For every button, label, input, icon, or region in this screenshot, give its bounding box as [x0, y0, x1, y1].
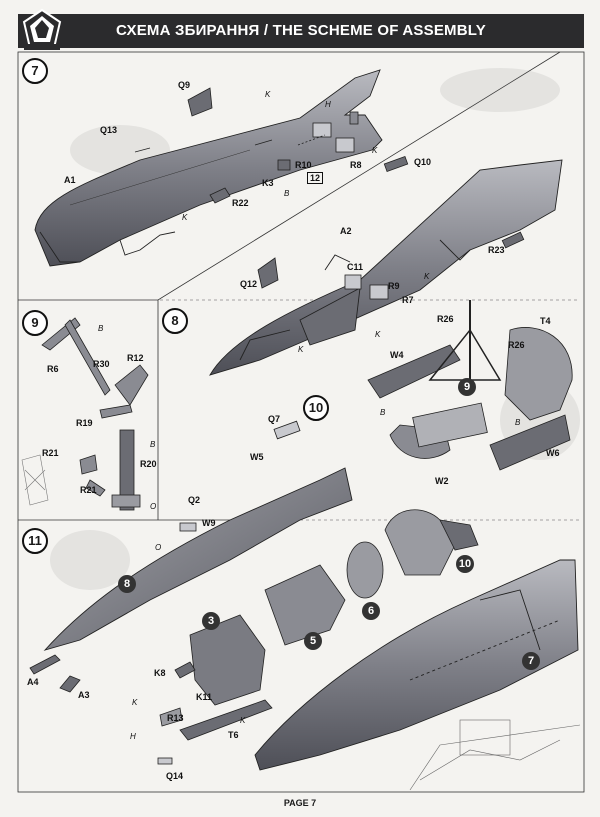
part-label-r8: R8 [350, 160, 362, 170]
cockpit-tub [189, 509, 479, 706]
landing-gear-strut [41, 317, 149, 511]
cement-marker-k: K [298, 345, 304, 354]
part-label-c11: C11 [347, 262, 364, 272]
cement-marker-k: K [182, 213, 188, 222]
part-label-r13: R13 [167, 713, 184, 723]
part-label-q2: Q2 [188, 495, 201, 505]
part-label-r26-b: R26 [508, 340, 525, 350]
part-label-12: 12 [307, 172, 324, 184]
cement-marker-b: B [98, 324, 104, 333]
step-8-marker: 8 [162, 308, 188, 334]
part-label-r20: R20 [140, 459, 157, 469]
cement-marker-k: K [375, 330, 381, 339]
subassembly-9-ref: 9 [458, 378, 476, 396]
part-label-w2: W2 [435, 476, 449, 486]
cement-marker-k: K [372, 146, 378, 155]
page-header: СХЕМА ЗБИРАННЯ / THE SCHEME OF ASSEMBLY [18, 14, 584, 48]
part-label-r21-a: R21 [42, 448, 59, 458]
step-11-marker: 11 [22, 528, 48, 554]
part-label-k3: K3 [262, 178, 274, 188]
part-label-r26-a: R26 [437, 314, 454, 324]
part-label-q7: Q7 [268, 414, 281, 424]
cement-marker-b: B [515, 418, 521, 427]
subassembly-6-ref: 6 [362, 602, 380, 620]
part-label-r7: R7 [402, 295, 414, 305]
subassembly-5-ref: 5 [304, 632, 322, 650]
subassembly-10-ref: 10 [456, 555, 474, 573]
canopy-rail [157, 699, 273, 765]
cement-marker-b: B [284, 189, 290, 198]
cement-marker-h: H [130, 732, 136, 741]
nose-parts [29, 420, 301, 693]
step-10-marker: 10 [303, 395, 329, 421]
cement-marker-b: B [150, 440, 156, 449]
cement-marker-h: H [325, 100, 331, 109]
cement-marker-k: K [424, 272, 430, 281]
part-label-r22: R22 [232, 198, 249, 208]
part-label-t4: T4 [540, 316, 551, 326]
page-number: PAGE 7 [283, 798, 317, 808]
part-label-k11: K11 [196, 692, 213, 702]
part-label-r9: R9 [388, 281, 400, 291]
part-label-q10: Q10 [414, 157, 432, 167]
cockpit-instrument-sketch [409, 719, 581, 791]
cement-marker-o: O [150, 502, 157, 511]
part-label-r30: R30 [93, 359, 110, 369]
part-label-q12: Q12 [240, 279, 258, 289]
subassembly-7-ref: 7 [522, 652, 540, 670]
step7-parts [134, 87, 359, 204]
fuselage-half-a2 [209, 159, 563, 376]
part-label-r10: R10 [295, 160, 312, 170]
fuselage-nose-assembly [43, 467, 579, 771]
subassembly-8-ref: 8 [118, 575, 136, 593]
step-7-marker: 7 [22, 58, 48, 84]
part-label-q13: Q13 [100, 125, 118, 135]
part-label-r23: R23 [488, 245, 505, 255]
part-label-r21-b: R21 [80, 485, 97, 495]
part-label-t6: T6 [228, 730, 239, 740]
cement-marker-b: B [380, 408, 386, 417]
step8-parts [257, 155, 525, 300]
part-label-r19: R19 [76, 418, 93, 428]
cement-marker-k: K [265, 90, 271, 99]
part-label-k8: K8 [154, 668, 166, 678]
cement-marker-o: O [155, 543, 162, 552]
part-label-w5: W5 [250, 452, 264, 462]
step-9-marker: 9 [22, 310, 48, 336]
part-label-a1: A1 [64, 175, 76, 185]
part-label-r6: R6 [47, 364, 59, 374]
part-label-w9: W9 [202, 518, 216, 528]
part-label-w4: W4 [390, 350, 404, 360]
part-label-a2: A2 [340, 226, 352, 236]
part-label-a3: A3 [78, 690, 90, 700]
gear-reference-sketch [21, 454, 49, 506]
subassembly-3-ref: 3 [202, 612, 220, 630]
nose-gear-bay [367, 300, 573, 471]
page-title: СХЕМА ЗБИРАННЯ / THE SCHEME OF ASSEMBLY [116, 22, 486, 39]
part-label-a4: A4 [27, 677, 39, 687]
part-label-r12: R12 [127, 353, 144, 363]
cement-marker-k: K [132, 698, 138, 707]
fuselage-half-a1 [34, 69, 383, 267]
part-label-q9: Q9 [178, 80, 191, 90]
part-label-w6: W6 [546, 448, 560, 458]
brand-logo [22, 8, 62, 50]
cement-marker-k: K [240, 716, 246, 725]
part-label-q14: Q14 [166, 771, 184, 781]
